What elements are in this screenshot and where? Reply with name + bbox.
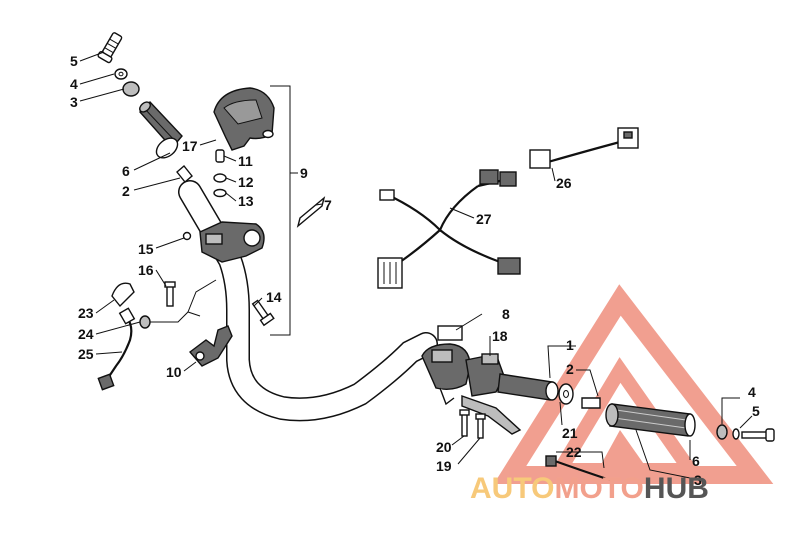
lever-pivot-nut xyxy=(475,413,486,439)
callout-15: 15 xyxy=(138,241,154,257)
callout-7: 7 xyxy=(324,197,332,213)
callout-23: 23 xyxy=(78,305,94,321)
callout-27: 27 xyxy=(476,211,492,227)
housing-screw xyxy=(215,149,225,163)
lever-pivot-screw xyxy=(459,409,470,437)
callout-5a: 5 xyxy=(70,53,78,69)
left-control-switch xyxy=(199,221,265,263)
grip-insert xyxy=(176,164,193,184)
watermark-hub: HUB xyxy=(644,472,709,505)
switch-housing-cover xyxy=(213,87,275,151)
callout-18: 18 xyxy=(492,328,508,344)
throttle-switch-harness xyxy=(97,307,136,391)
callout-20: 20 xyxy=(436,439,452,455)
callout-16: 16 xyxy=(138,262,154,278)
callout-19: 19 xyxy=(436,458,452,474)
leader-lines xyxy=(79,51,753,481)
callout-24: 24 xyxy=(78,326,94,342)
watermark-triangle-core xyxy=(598,430,648,470)
right-grip-end-washer xyxy=(732,428,740,440)
callout-4a: 4 xyxy=(70,76,78,92)
callout-9: 9 xyxy=(300,165,308,181)
callout-26: 26 xyxy=(556,175,572,191)
callout-21: 21 xyxy=(562,425,578,441)
callout-5b: 5 xyxy=(752,403,760,419)
callout-numbers: 5 4 3 6 2 17 11 12 13 9 7 15 16 14 23 24… xyxy=(70,53,760,488)
brake-lever xyxy=(461,395,522,435)
clamp-bolt xyxy=(164,281,176,307)
callout-11: 11 xyxy=(238,153,253,169)
callout-10: 10 xyxy=(166,364,182,380)
callout-12: 12 xyxy=(238,174,254,190)
throttle-boot xyxy=(111,282,135,308)
callout-6b: 6 xyxy=(692,453,700,469)
brake-switch-lead xyxy=(551,458,611,482)
callout-3b: 3 xyxy=(694,472,702,488)
throttle-lever xyxy=(188,325,233,367)
callout-1: 1 xyxy=(566,337,574,353)
callout-3a: 3 xyxy=(70,94,78,110)
watermark-text: AUTOMOTOHUB xyxy=(470,472,709,505)
right-grip-end-cap xyxy=(716,424,728,440)
main-wiring-harness xyxy=(377,169,521,289)
callout-6a: 6 xyxy=(122,163,130,179)
right-handgrip xyxy=(605,403,696,437)
callout-22: 22 xyxy=(566,444,582,460)
callout-2b: 2 xyxy=(566,361,574,377)
clamp-screw xyxy=(182,231,192,241)
throttle-tube xyxy=(497,373,559,401)
housing-washer xyxy=(213,173,227,183)
callout-25: 25 xyxy=(78,346,94,362)
right-grip-insert xyxy=(581,397,601,409)
brake-master-cylinder xyxy=(421,343,471,406)
watermark-auto: AUTO xyxy=(470,472,554,505)
grip-end-bolt xyxy=(97,32,123,64)
grip-washer xyxy=(114,68,128,80)
callout-bracket-9 xyxy=(270,85,291,336)
left-handgrip xyxy=(139,100,183,159)
handlebar xyxy=(178,180,438,422)
decal xyxy=(296,196,326,228)
right-grip-washer xyxy=(558,383,574,405)
callout-13: 13 xyxy=(238,193,254,209)
callout-14: 14 xyxy=(266,289,282,305)
switch-wiring-harness xyxy=(529,127,639,169)
grip-end-cap xyxy=(122,81,140,97)
right-grip-end-bolt xyxy=(741,428,775,442)
throttle-washer xyxy=(139,315,151,329)
callout-4b: 4 xyxy=(748,384,756,400)
watermark-moto: MOTO xyxy=(554,472,643,505)
svg-text:AUTOMOTOHUB: AUTOMOTOHUB xyxy=(470,472,709,505)
housing-nut xyxy=(213,188,227,198)
left-grip-assembly xyxy=(97,32,193,184)
mount-bolt xyxy=(251,299,275,327)
callout-17: 17 xyxy=(182,138,198,154)
callout-8: 8 xyxy=(502,306,510,322)
callout-2a: 2 xyxy=(122,183,130,199)
